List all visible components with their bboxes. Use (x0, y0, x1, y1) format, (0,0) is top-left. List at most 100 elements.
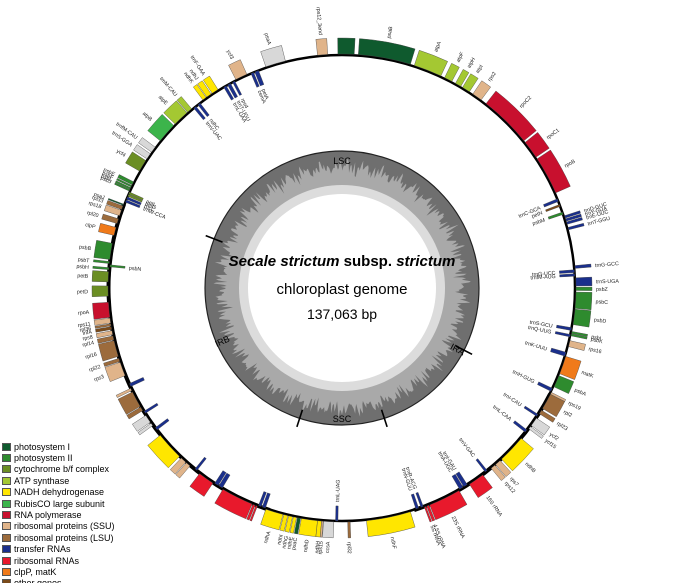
gene-label: psaA (263, 32, 272, 46)
ssc-ira-boundary (380, 409, 388, 428)
gene-label: ndhI (277, 534, 285, 545)
gene-label: ccsA (325, 541, 332, 553)
legend-item: ribosomal proteins (SSU) (2, 521, 212, 532)
gene-label: psaB (386, 26, 394, 39)
ira-lsc-boundary (455, 345, 473, 355)
psaJ-gene (107, 198, 124, 206)
trnT-GGU-gene (567, 223, 585, 231)
atpB-gene (163, 100, 188, 125)
trnS-GCU-gene (556, 324, 572, 331)
atpE-gene (176, 96, 192, 113)
trnW-CCA-gene (126, 196, 142, 206)
petB-gene (91, 270, 109, 283)
legend-label: ribosomal proteins (LSU) (14, 532, 114, 543)
legend-label: ATP synthase (14, 475, 70, 486)
trnY-GUA-gene (565, 213, 582, 222)
trnI-GAU-gene (455, 471, 468, 487)
clpP-gene (98, 223, 117, 236)
gene-label: rpl2 (562, 409, 573, 419)
5S-rRNA-b-gene (249, 505, 258, 522)
trnC-GCA-gene (543, 198, 559, 208)
rps3-gene (104, 361, 126, 382)
gene-label: psbD (594, 317, 607, 325)
trnE-UUC-gene (566, 217, 583, 225)
rpl16-gene (98, 340, 119, 362)
rpl23-b-gene (126, 406, 143, 420)
psaB-gene (337, 37, 356, 55)
gene-label: ndhH (314, 540, 321, 553)
legend-item: cytochrome b/f complex (2, 464, 212, 475)
gene-label: atpH (466, 57, 477, 70)
petA-gene (125, 151, 147, 172)
ndhB-gene (501, 438, 534, 472)
rpl20-gene (101, 213, 119, 224)
gene-label: atpA (433, 40, 443, 53)
rbcL-gene (147, 114, 174, 142)
species-subsp: subsp. (339, 253, 397, 270)
rpoB-gene (536, 149, 571, 194)
trnT-UGU-gene (232, 80, 242, 96)
gene-label: infA (82, 329, 92, 337)
ycf15-gene (528, 426, 544, 439)
legend-label: clpP, matK (14, 566, 57, 577)
gene-label: rps11 (77, 321, 91, 329)
psbM-gene (547, 211, 564, 220)
psbL-gene (115, 180, 131, 190)
gene-label: trnL-UAG (335, 480, 342, 503)
legend-swatch (2, 533, 11, 542)
rpl23-gene (539, 409, 556, 423)
legend-swatch (2, 579, 11, 583)
5S-rRNA-gene (424, 506, 432, 523)
rps11-gene (93, 317, 111, 326)
rpl33-gene (106, 200, 124, 210)
legend-item: other genes (2, 578, 212, 583)
trnQ-UUG-gene (554, 331, 571, 338)
gene-label: psbJ (99, 175, 112, 185)
atpF-gene (444, 63, 460, 82)
gene-label: petA (260, 88, 270, 101)
legend-item: RubisCO large subunit (2, 498, 212, 509)
gene-label: ndhJ (188, 68, 200, 81)
gene-label: rps7 (508, 476, 519, 488)
legend-item: photosystem II (2, 452, 212, 463)
legend-label: RNA polymerase (14, 510, 82, 521)
trnH-GUG-gene (537, 381, 553, 392)
psbJ-gene (114, 182, 131, 192)
rps19-gene (550, 392, 567, 402)
gene-label: 16S rRNA (484, 495, 503, 518)
trnN-GUU-gene (410, 493, 419, 510)
gene-label: psbC (595, 299, 608, 306)
ndhG-gene (284, 515, 293, 533)
gene-label: petN (531, 210, 544, 220)
region-label-lsc: LSC (333, 156, 351, 166)
trnS-UGA-gene (575, 276, 593, 287)
gene-label: rps12_3end (315, 7, 323, 35)
gene-label: trnQ-UUG (527, 325, 552, 336)
legend-label: photosystem II (14, 453, 73, 464)
gene-label: trnG-GCC (595, 261, 619, 269)
legend-swatch (2, 454, 11, 463)
4.5S-rRNA-b-gene (246, 504, 256, 521)
rps7-b-gene (169, 457, 187, 475)
gene-label: ndhE (286, 536, 294, 550)
rps16-gene (568, 340, 586, 351)
psaC-gene (294, 517, 301, 535)
gene-label: rps16 (588, 346, 602, 355)
legend-swatch (2, 465, 11, 474)
gene-label: psbF (101, 171, 115, 182)
legend-item: NADH dehydrogenase (2, 487, 212, 498)
species-italic-1: Secale strictum (228, 253, 340, 270)
gene-label: atpE (157, 94, 169, 106)
gene-label: atpI (475, 64, 485, 75)
ndhJ-gene (203, 75, 219, 94)
gene-label: ycf2 (548, 432, 559, 443)
gene-label: trnS-GCU (529, 320, 553, 330)
legend-swatch (2, 545, 11, 554)
23S-rRNA-gene (429, 490, 468, 521)
gene-label: trnL-CAA (491, 404, 512, 422)
legend-label: other genes (14, 578, 62, 583)
gene-label: atpB (141, 111, 153, 123)
region-label-ssc: SSC (333, 414, 352, 424)
